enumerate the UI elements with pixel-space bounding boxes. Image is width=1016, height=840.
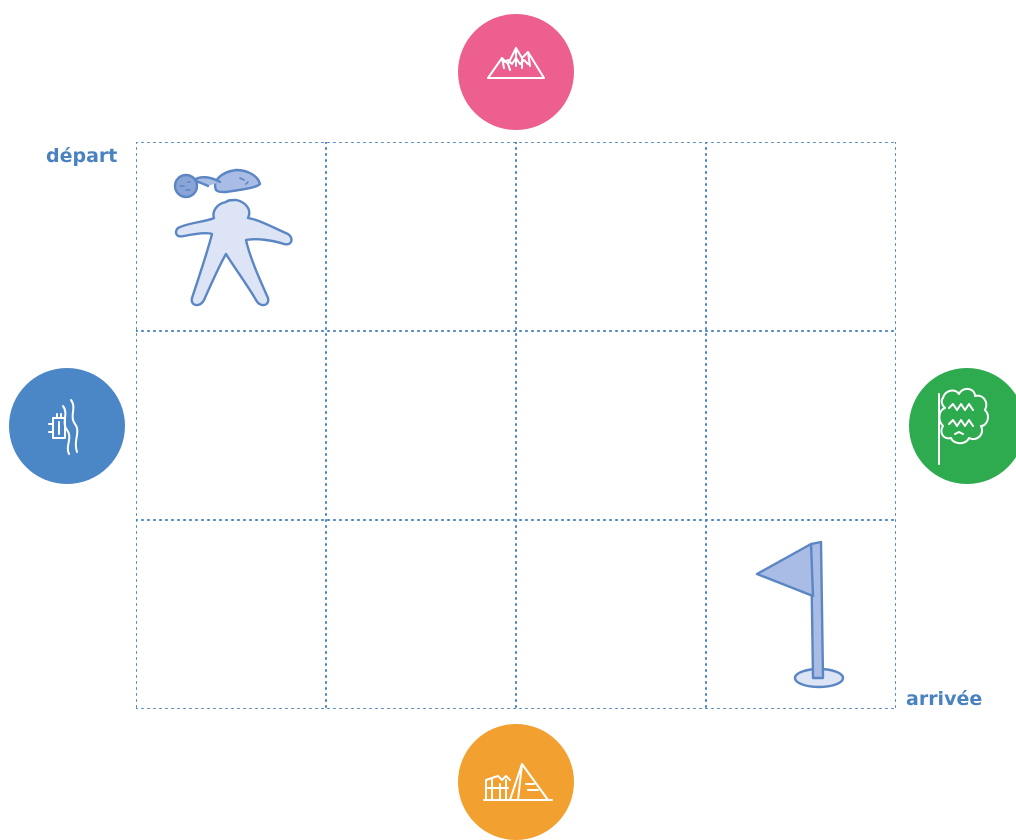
grid-cell-r3-c2[interactable] (326, 520, 516, 709)
grid-cell-r1-c4[interactable] (706, 142, 896, 331)
sleeping-character[interactable] (160, 158, 310, 322)
forest-badge[interactable] (909, 368, 1016, 484)
grid-cell-r2-c3[interactable] (516, 331, 706, 520)
finish-flag[interactable] (745, 530, 865, 699)
mountain-badge[interactable] (458, 14, 574, 130)
camp-badge[interactable] (458, 724, 574, 840)
end-label: arrivée (906, 688, 982, 710)
forest-tree-icon (909, 368, 1016, 484)
character-icon (160, 158, 310, 318)
grid-cell-r1-c2[interactable] (326, 142, 516, 331)
mountain-icon (458, 14, 574, 130)
grid-cell-r2-c1[interactable] (136, 331, 326, 520)
tent-camp-icon (458, 724, 574, 840)
flag-icon (745, 530, 865, 695)
start-label: départ (46, 145, 117, 167)
grid-cell-r2-c4[interactable] (706, 331, 896, 520)
grid-cell-r3-c3[interactable] (516, 520, 706, 709)
grid-cell-r1-c3[interactable] (516, 142, 706, 331)
boat-river-icon (9, 368, 125, 484)
grid-cell-r3-c1[interactable] (136, 520, 326, 709)
grid-cell-r2-c2[interactable] (326, 331, 516, 520)
river-boat-badge[interactable] (9, 368, 125, 484)
